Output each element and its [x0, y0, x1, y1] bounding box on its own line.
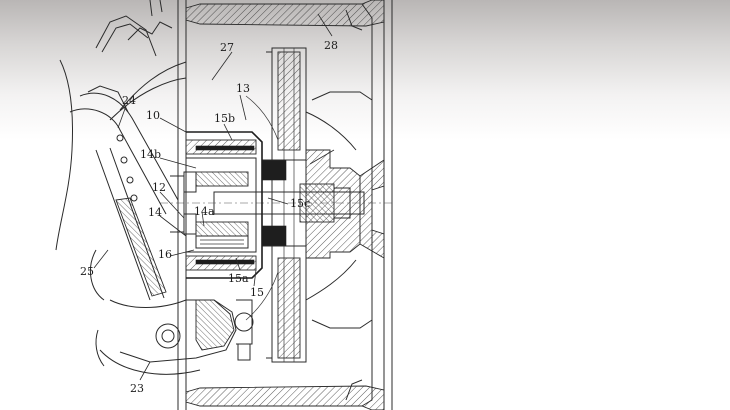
label-15: 15 [250, 286, 264, 299]
label-15c: 15c [290, 197, 310, 210]
motor-housing [170, 131, 263, 279]
label-13: 13 [236, 82, 250, 95]
reference-numerals: 27 28 13 24 10 15b 14b 12 15c 14a 14 16 … [80, 39, 338, 395]
label-10: 10 [146, 109, 160, 122]
label-15a: 15a [228, 272, 249, 285]
label-27: 28 [324, 39, 338, 52]
leader-lines [93, 13, 335, 381]
label-24: 24 [122, 94, 136, 107]
label-16: 16 [158, 248, 172, 261]
axle-shaft [160, 159, 392, 247]
swing-arm [55, 0, 187, 301]
label-14b: 14b [140, 148, 161, 161]
label-23: 23 [130, 382, 144, 395]
label-15b: 15b [214, 112, 235, 125]
label-26: 27 [220, 41, 234, 54]
label-12: 12 [152, 181, 166, 194]
label-14: 14 [148, 206, 162, 219]
pivot-linkage [95, 299, 254, 375]
brake-rotor [266, 47, 307, 363]
label-14a: 14a [194, 205, 215, 218]
label-25: 25 [80, 265, 94, 278]
